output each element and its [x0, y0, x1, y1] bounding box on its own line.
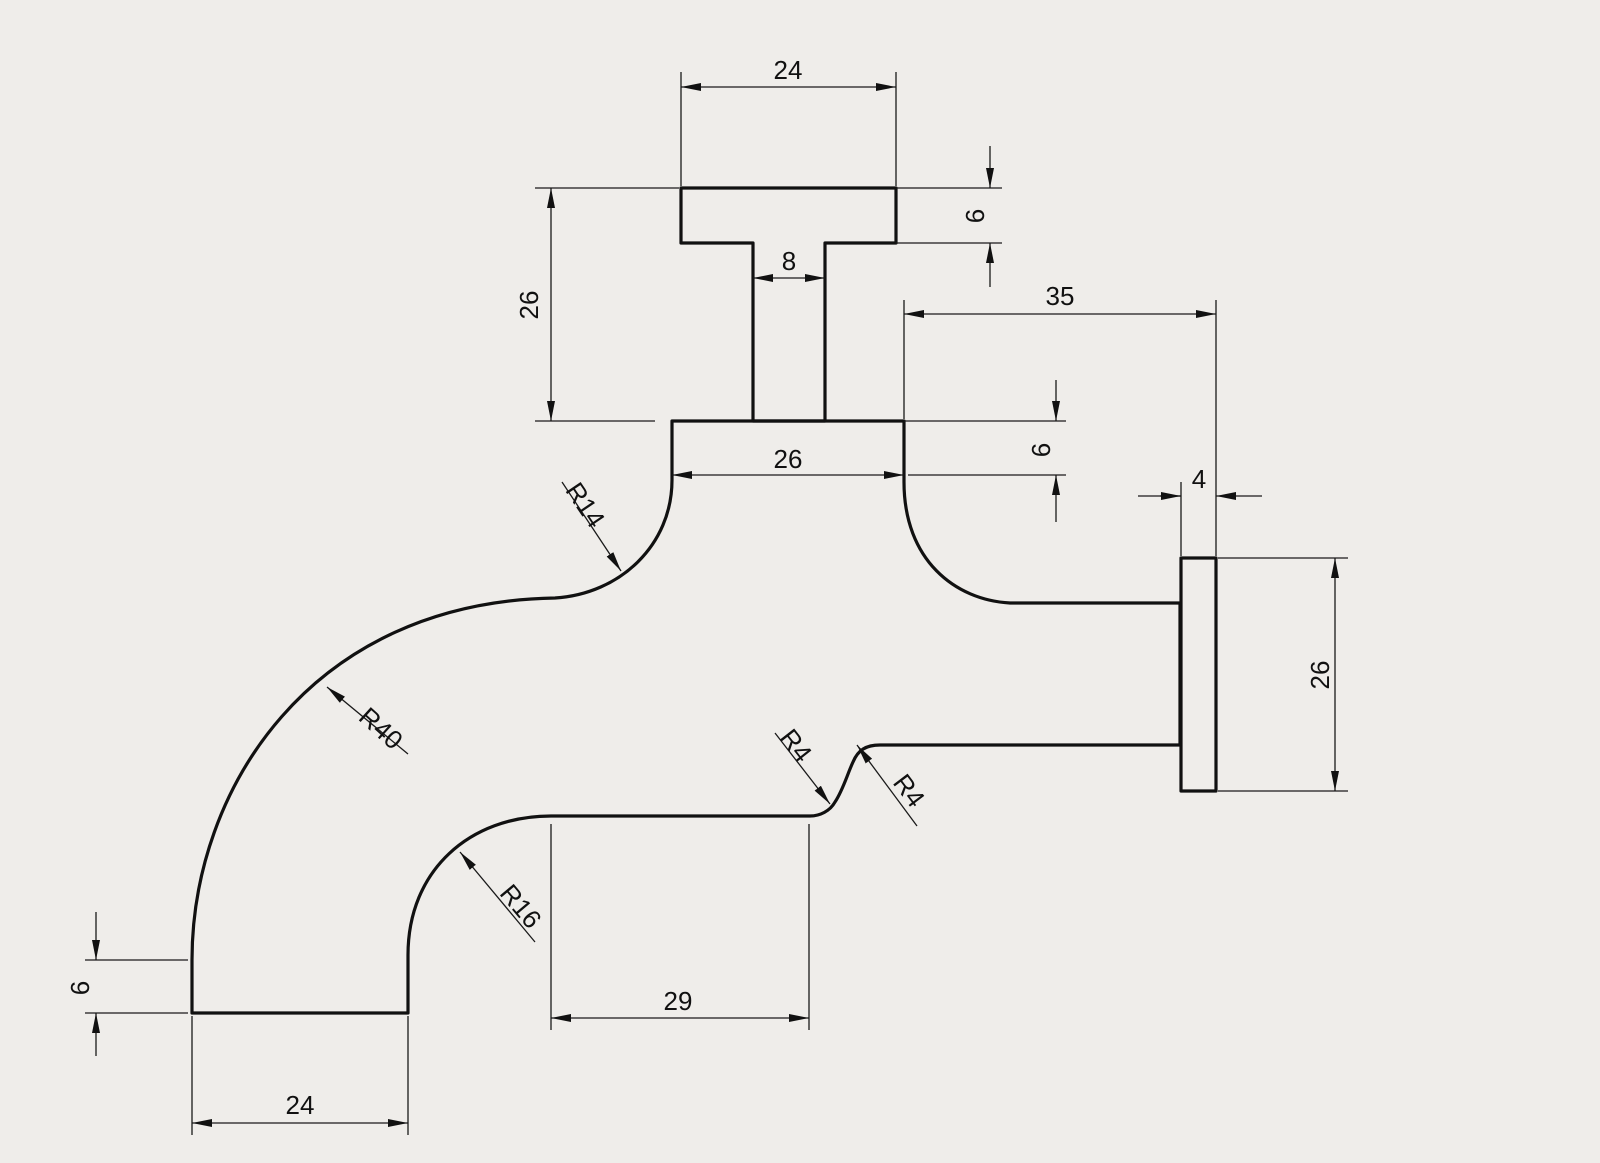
dim-outlet-width: 24 [191, 1016, 409, 1135]
radius-label-upper-fillet: R14 [560, 477, 612, 533]
flange-outline [1179, 556, 1218, 793]
radius-inner-bend: R16 [459, 851, 548, 943]
dim-label-collar-height: 6 [1026, 443, 1056, 457]
dim-handle-cap-thickness: 6 [896, 146, 1002, 287]
dim-label-outlet-width: 24 [286, 1090, 315, 1120]
dim-collar-to-flange: 35 [903, 281, 1217, 556]
dim-label-lower-straight: 29 [664, 986, 693, 1016]
dim-label-handle-cap-thickness: 6 [960, 209, 990, 223]
radius-label-inner-bend: R16 [494, 878, 548, 934]
dim-lower-straight: 29 [550, 824, 810, 1030]
dim-stem-width: 8 [753, 246, 825, 282]
dim-label-collar-to-flange: 35 [1046, 281, 1075, 311]
tap-outline [190, 186, 1218, 1015]
dim-handle-top-width: 24 [680, 55, 897, 186]
dim-label-stem-width: 8 [782, 246, 796, 276]
radius-upper-fillet: R14 [560, 477, 622, 572]
dim-label-handle-height: 26 [514, 291, 544, 320]
dim-outlet-height: 6 [65, 912, 188, 1056]
radius-label-notch-right: R4 [887, 768, 931, 813]
dim-collar-width: 26 [672, 444, 904, 479]
dim-label-outlet-height: 6 [65, 981, 95, 995]
dim-label-collar-width: 26 [774, 444, 803, 474]
dim-label-flange-thickness: 4 [1192, 464, 1206, 494]
handle-outline [679, 186, 898, 423]
body-outline [190, 419, 1182, 1015]
dim-flange-thickness: 4 [1138, 464, 1262, 556]
radius-label-notch-left: R4 [774, 723, 818, 768]
radius-notch-left: R4 [774, 723, 831, 805]
dim-collar-height: 6 [904, 380, 1066, 522]
radius-outer-bend: R40 [326, 686, 409, 755]
radius-notch-right: R4 [856, 744, 931, 827]
dim-handle-height: 26 [514, 187, 679, 422]
dim-label-handle-top-width: 24 [774, 55, 803, 85]
dim-flange-height: 26 [1218, 557, 1348, 792]
dim-label-flange-height: 26 [1305, 661, 1335, 690]
